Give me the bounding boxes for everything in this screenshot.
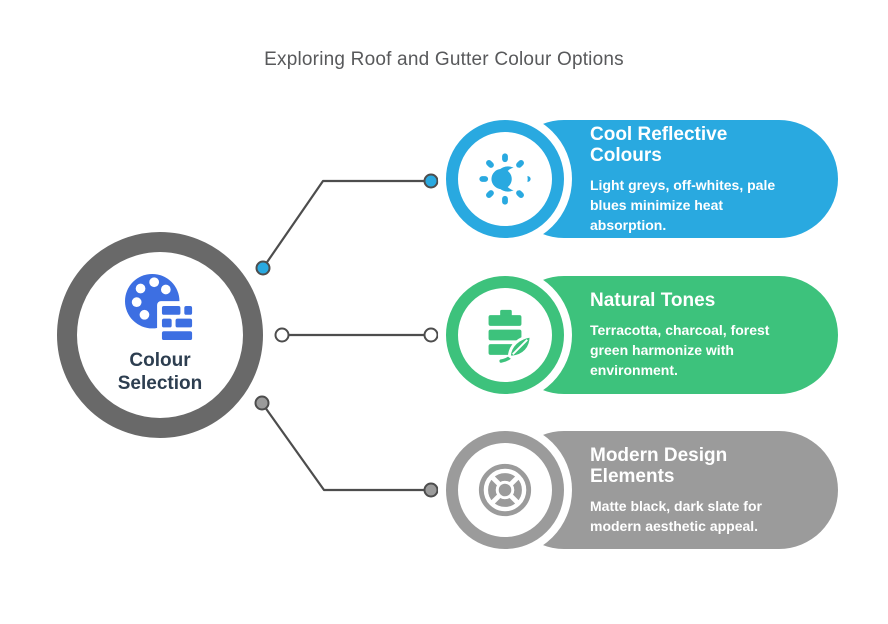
option-card-modern-design: Modern Design Elements Matte black, dark… <box>446 431 838 549</box>
card-description: Terracotta, charcoal, forest green harmo… <box>590 322 770 378</box>
card-badge <box>446 431 564 549</box>
card-title: Modern Design Elements <box>590 444 728 487</box>
card-description: Matte black, dark slate for modern aesth… <box>590 497 762 534</box>
connector-dot <box>255 260 271 276</box>
card-title: Natural Tones <box>590 290 716 311</box>
sun-icon <box>479 153 531 205</box>
option-card-cool-reflective: Cool Reflective Colours Light greys, off… <box>446 120 838 238</box>
connector-dot <box>423 173 439 189</box>
page-title: Exploring Roof and Gutter Colour Options <box>264 49 624 70</box>
connector-dot <box>423 327 439 343</box>
option-card-natural-tones: Natural Tones Terracotta, charcoal, fore… <box>446 276 838 394</box>
plant-stack-leaf-icon <box>488 309 533 363</box>
connector-dot <box>254 395 270 411</box>
central-node: Colour Selection <box>57 232 263 438</box>
palette-icon <box>125 273 196 342</box>
connector-dot <box>274 327 290 343</box>
connector-line-bottom <box>261 402 431 492</box>
connector-line-top <box>262 179 431 269</box>
connector-dot <box>423 482 439 498</box>
wheel-icon <box>478 463 532 517</box>
card-description: Light greys, off-whites, pale blues mini… <box>590 176 776 233</box>
card-badge <box>446 120 564 238</box>
central-node-label: Colour Selection <box>117 349 203 394</box>
card-title: Cool Reflective Colours <box>590 123 728 166</box>
card-badge <box>446 276 564 394</box>
